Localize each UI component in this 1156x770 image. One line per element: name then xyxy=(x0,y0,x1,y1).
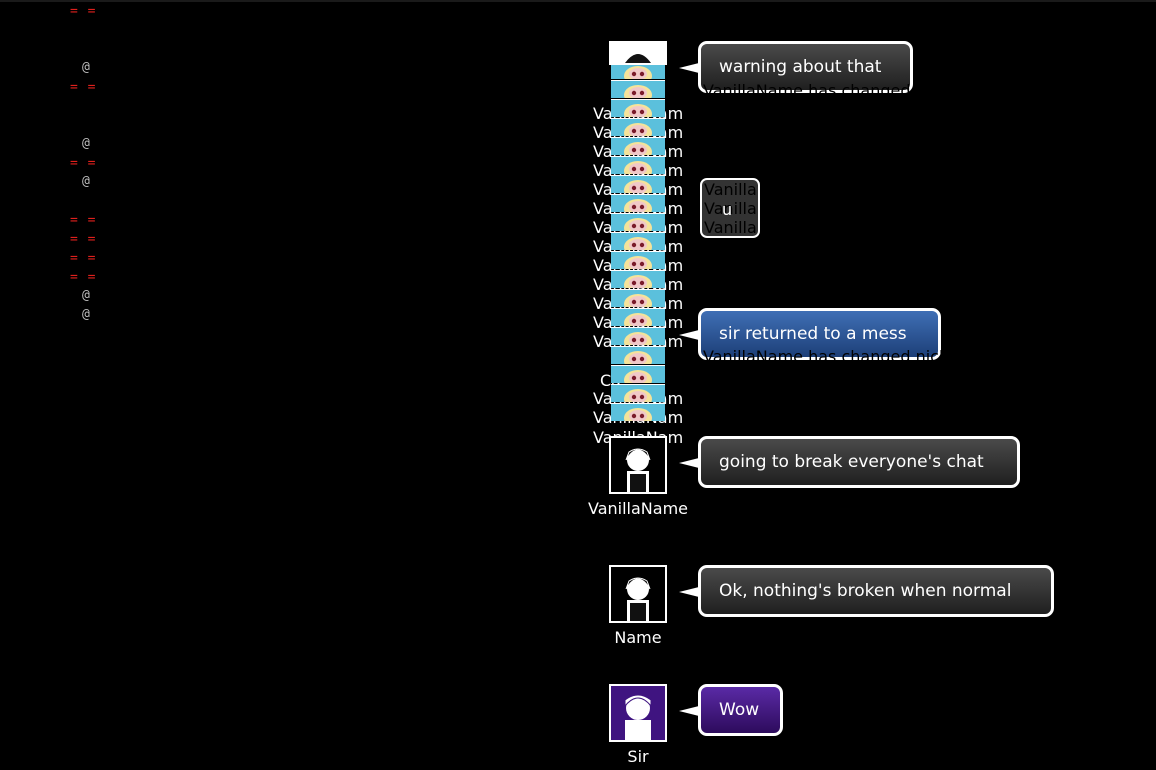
log-marker: = = xyxy=(70,80,97,95)
mini-avatar xyxy=(611,365,665,383)
mini-avatar xyxy=(611,403,665,421)
top-border xyxy=(0,0,1156,2)
message-bubble: Wow xyxy=(679,684,783,736)
system-notice: VanillaN xyxy=(704,199,758,218)
log-marker: = = xyxy=(70,156,97,171)
message-bubble: Ok, nothing's broken when normal xyxy=(679,565,1054,617)
mini-avatar xyxy=(611,175,665,193)
mini-avatar xyxy=(611,80,665,98)
avatar xyxy=(609,565,667,623)
system-notice: VanillaN xyxy=(704,180,758,199)
log-marker: @ xyxy=(82,307,90,322)
message-bubble: sir returned to a mess xyxy=(679,308,941,360)
message-text: sir returned to a mess xyxy=(719,324,907,344)
system-notice: VanillaName has changed nick xyxy=(703,347,949,366)
message-text: u xyxy=(722,200,733,219)
mini-avatar xyxy=(611,99,665,117)
mini-avatar xyxy=(611,137,665,155)
mini-avatar xyxy=(611,194,665,212)
username: VanillaName xyxy=(588,499,688,518)
mini-avatar xyxy=(611,118,665,136)
mini-avatar xyxy=(611,327,665,345)
avatar xyxy=(609,436,667,494)
mini-avatar xyxy=(611,156,665,174)
avatar xyxy=(609,41,667,65)
mini-avatar xyxy=(611,384,665,402)
log-marker: = = xyxy=(70,213,97,228)
log-marker: = = xyxy=(70,251,97,266)
mini-avatar xyxy=(611,232,665,250)
message-text: warning about that xyxy=(719,57,882,77)
message-bubble: u VanillaN VanillaN VanillaN xyxy=(700,178,760,238)
mini-avatar xyxy=(611,213,665,231)
log-marker: = = xyxy=(70,4,97,19)
log-marker: @ xyxy=(82,288,90,303)
message-text: Wow xyxy=(719,700,760,720)
message-text: going to break everyone's chat xyxy=(719,452,984,472)
log-marker: = = xyxy=(70,232,97,247)
log-marker: = = xyxy=(70,270,97,285)
message-text: Ok, nothing's broken when normal xyxy=(719,581,1012,601)
message-bubble: warning about that xyxy=(679,41,913,93)
username: Sir xyxy=(627,747,649,766)
mini-avatar xyxy=(611,251,665,269)
system-notice: VanillaName has changed xyxy=(703,81,911,100)
avatar xyxy=(609,684,667,742)
message-bubble: going to break everyone's chat xyxy=(679,436,1020,488)
mini-avatar xyxy=(611,289,665,307)
system-notice: VanillaN xyxy=(704,218,758,237)
log-marker: @ xyxy=(82,174,90,189)
log-marker: @ xyxy=(82,60,90,75)
log-marker: @ xyxy=(82,136,90,151)
mini-avatar xyxy=(611,270,665,288)
mini-avatar xyxy=(611,346,665,364)
username: Name xyxy=(614,628,662,647)
mini-avatar xyxy=(611,308,665,326)
